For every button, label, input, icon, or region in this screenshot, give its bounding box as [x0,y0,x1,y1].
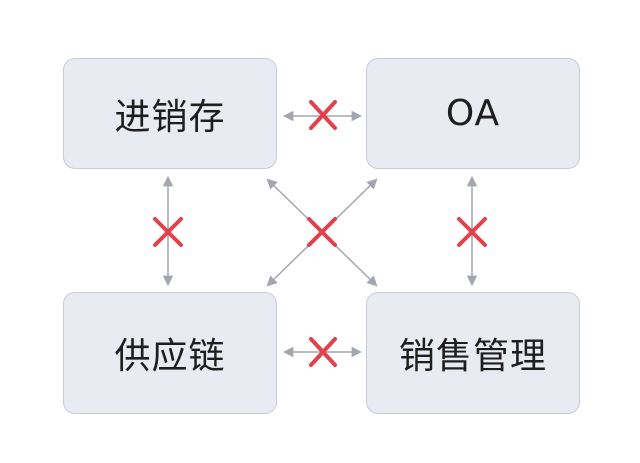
red-cross-icon [153,217,183,247]
node-sales-management-label: 销售管理 [398,336,547,377]
red-cross-icon [309,100,337,130]
node-inventory-label: 进销存 [114,96,226,138]
red-cross-icon [307,217,337,247]
node-supply-chain-label: 供应链 [114,336,226,377]
red-cross-icon [309,337,337,367]
node-oa-label: OA [445,93,501,134]
node-supply-chain: 供应链 [63,292,277,414]
node-sales-management: 销售管理 [366,292,580,414]
node-inventory: 进销存 [63,58,277,169]
red-cross-icon [457,217,487,247]
node-oa: OA [366,58,580,169]
